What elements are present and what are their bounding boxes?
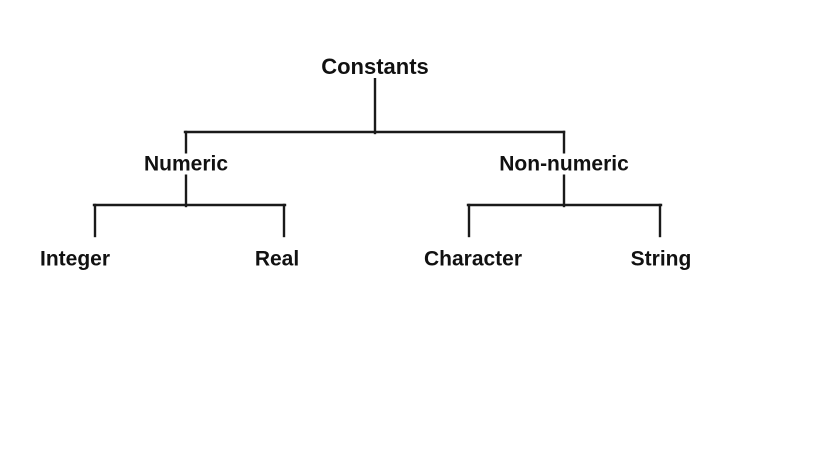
node-character: Character	[420, 248, 526, 270]
node-string: String	[627, 248, 695, 270]
node-non-numeric: Non-numeric	[496, 153, 632, 175]
node-real: Real	[251, 248, 303, 270]
node-constants: Constants	[318, 56, 432, 78]
node-numeric: Numeric	[140, 153, 232, 175]
node-integer: Integer	[36, 248, 114, 270]
